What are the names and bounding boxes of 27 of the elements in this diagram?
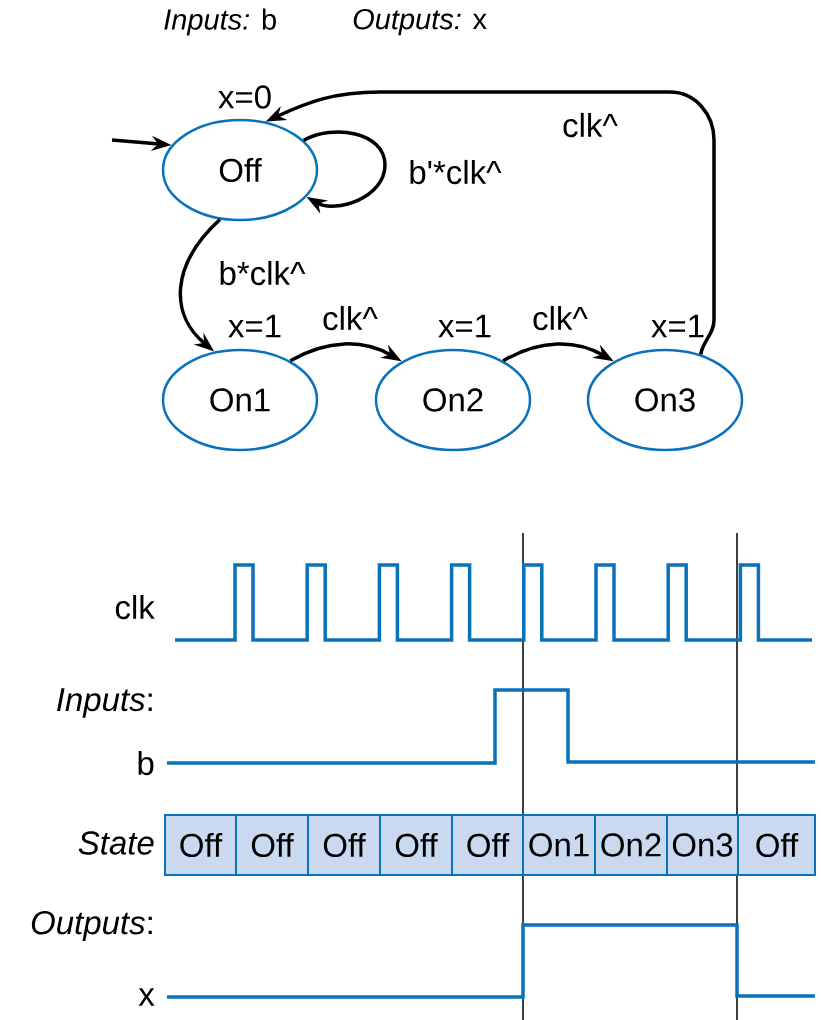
arrow (303, 130, 387, 214)
signal-group-label: Outputs: (31, 911, 152, 941)
state-cell: On1 (522, 814, 596, 876)
output-label: x=1 (438, 314, 491, 338)
state-cell: Off (235, 814, 309, 876)
state-cell: Off (737, 814, 816, 876)
state-cell: Off (164, 814, 237, 876)
state-cell: On2 (594, 814, 668, 876)
output-label: x=1 (651, 314, 704, 338)
heading-text: Inputs: b (164, 8, 276, 36)
edge-label: clk^ (531, 304, 589, 332)
state-cell: Off (307, 814, 381, 876)
signal-name: b (138, 750, 154, 776)
state-cell: On3 (666, 814, 739, 876)
signal-group-label: State (78, 831, 154, 855)
edge-label: clk^ (321, 304, 379, 332)
heading-text: Outputs: x (353, 8, 487, 36)
signal-group-label: Inputs: (57, 688, 152, 718)
state-cell: Off (451, 814, 524, 876)
state-cell: Off (379, 814, 453, 876)
output-label: x=0 (218, 85, 271, 109)
edge-label: b*clk^ (217, 259, 307, 287)
output-label: x=1 (228, 314, 281, 338)
edge-label: clk^ (561, 111, 619, 139)
edge-label: b'*clk^ (407, 158, 503, 186)
signal-name: clk (115, 594, 155, 620)
signal-name: x (138, 988, 155, 1006)
